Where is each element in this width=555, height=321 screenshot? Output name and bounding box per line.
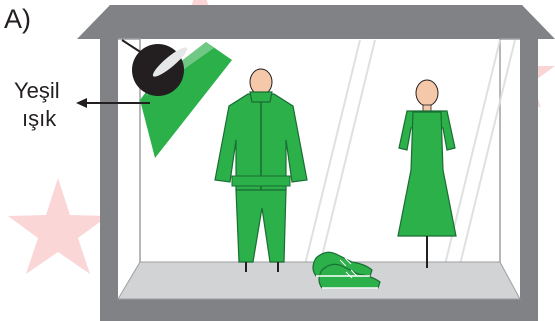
- star-watermark-icon: [8, 178, 108, 274]
- showcase-roof: [77, 5, 555, 39]
- light-label-line2: ışık: [22, 108, 56, 130]
- light-label-line1: Yeşil: [14, 80, 60, 102]
- mannequin-head: [416, 80, 438, 106]
- showcase-right-wall: [520, 39, 538, 321]
- showcase-base: [100, 299, 538, 321]
- question-label: A): [4, 6, 31, 33]
- mannequin-head: [250, 69, 272, 95]
- showcase-left-wall: [100, 39, 118, 321]
